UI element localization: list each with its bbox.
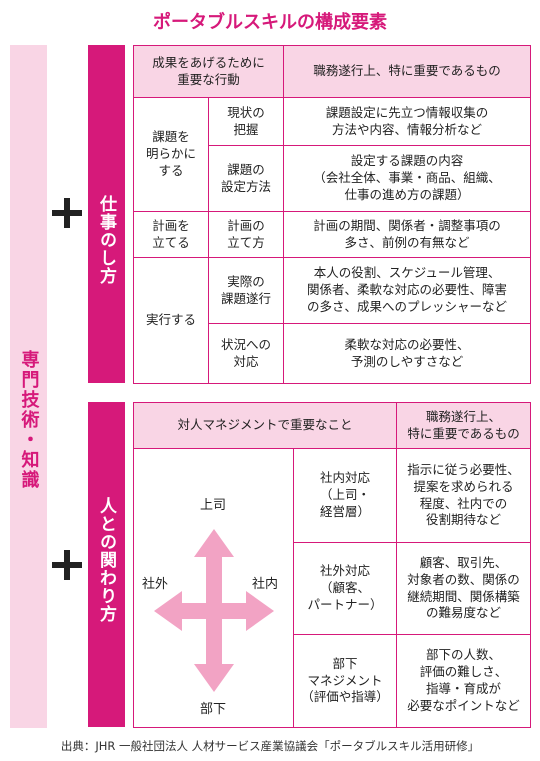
work-method-table: 成果をあげるために重要な行動 職務遂行上、特に重要であるもの 課題を明らかにする… bbox=[132, 45, 532, 384]
header-action: 成果をあげるために重要な行動 bbox=[132, 45, 285, 98]
relation-name: 社内対応（上司・経営層） bbox=[292, 448, 398, 543]
desc-item: 設定する課題の内容（会社全体、事業・商品、組織、仕事の進め方の課題） bbox=[283, 145, 532, 212]
cross-label-right: 社内 bbox=[252, 577, 279, 592]
cross-label-down: 部下 bbox=[200, 702, 227, 717]
group-clarify: 課題を明らかにする bbox=[133, 97, 209, 212]
sub-item: 現状の把握 bbox=[207, 97, 285, 146]
relation-name: 社外対応（顧客、パートナー） bbox=[292, 542, 398, 635]
relation-desc: 部下の人数、評価の難しさ、指導・育成が必要なポイントなど bbox=[396, 634, 532, 728]
arrow-down bbox=[194, 664, 234, 692]
source-footer: 出典：JHR 一般社団法人 人材サービス産業協議会「ポータブルスキル活用研修」 bbox=[60, 739, 480, 753]
relationships-band: 人との関わり方 bbox=[88, 402, 125, 727]
arrow-right bbox=[246, 591, 274, 631]
relation-desc: 顧客、取引先、対象者の数、関係の継続期間、関係構築の難易度など bbox=[396, 542, 532, 635]
desc-item: 課題設定に先立つ情報収集の方法や内容、情報分析など bbox=[283, 97, 532, 146]
cross-label-up: 上司 bbox=[200, 498, 227, 513]
group-execute: 実行する bbox=[133, 257, 209, 384]
header-left: 対人マネジメントで重要なこと bbox=[132, 402, 398, 449]
relation-name: 部下マネジメント（評価や指導） bbox=[292, 634, 398, 728]
relationships-table: 対人マネジメントで重要なこと 職務遂行上、特に重要であるもの 上司 部下 社外 … bbox=[132, 402, 532, 728]
header-right: 職務遂行上、特に重要であるもの bbox=[396, 402, 532, 449]
sub-item: 課題の設定方法 bbox=[207, 145, 285, 212]
desc-item: 柔軟な対応の必要性、予測のしやすさなど bbox=[283, 323, 532, 384]
work-method-label: 仕事のし方 bbox=[96, 195, 116, 285]
relationships-label: 人との関わり方 bbox=[96, 497, 116, 623]
sub-item: 状況への対応 bbox=[207, 323, 285, 384]
relation-desc: 指示に従う必要性、提案を求められる程度、社内での役割期待など bbox=[396, 448, 532, 543]
header-important: 職務遂行上、特に重要であるもの bbox=[283, 45, 532, 98]
horizontal-arrow-shaft bbox=[174, 603, 254, 619]
desc-item: 計画の期間、関係者・調整事項の多さ、前例の有無など bbox=[283, 211, 532, 258]
cross-label-left: 社外 bbox=[142, 577, 169, 592]
plus-icon bbox=[52, 198, 82, 228]
group-plan: 計画を立てる bbox=[133, 211, 209, 258]
sub-item: 計画の立て方 bbox=[207, 211, 285, 258]
desc-item: 本人の役割、スケジュール管理、関係者、柔軟な対応の必要性、障害の多さ、成果へのプ… bbox=[283, 257, 532, 324]
work-method-band: 仕事のし方 bbox=[88, 45, 125, 383]
specialized-skills-label: 専門技術・知識 bbox=[18, 350, 40, 490]
relationship-cross-diagram: 上司 部下 社外 社内 bbox=[133, 448, 294, 728]
page-title: ポータブルスキルの構成要素 bbox=[153, 12, 387, 33]
sub-item: 実際の課題遂行 bbox=[207, 257, 285, 324]
plus-icon bbox=[52, 550, 82, 580]
arrow-left bbox=[154, 591, 182, 631]
specialized-skills-band: 専門技術・知識 bbox=[10, 45, 47, 728]
four-way-arrow-icon bbox=[154, 529, 274, 692]
arrow-up bbox=[194, 529, 234, 557]
